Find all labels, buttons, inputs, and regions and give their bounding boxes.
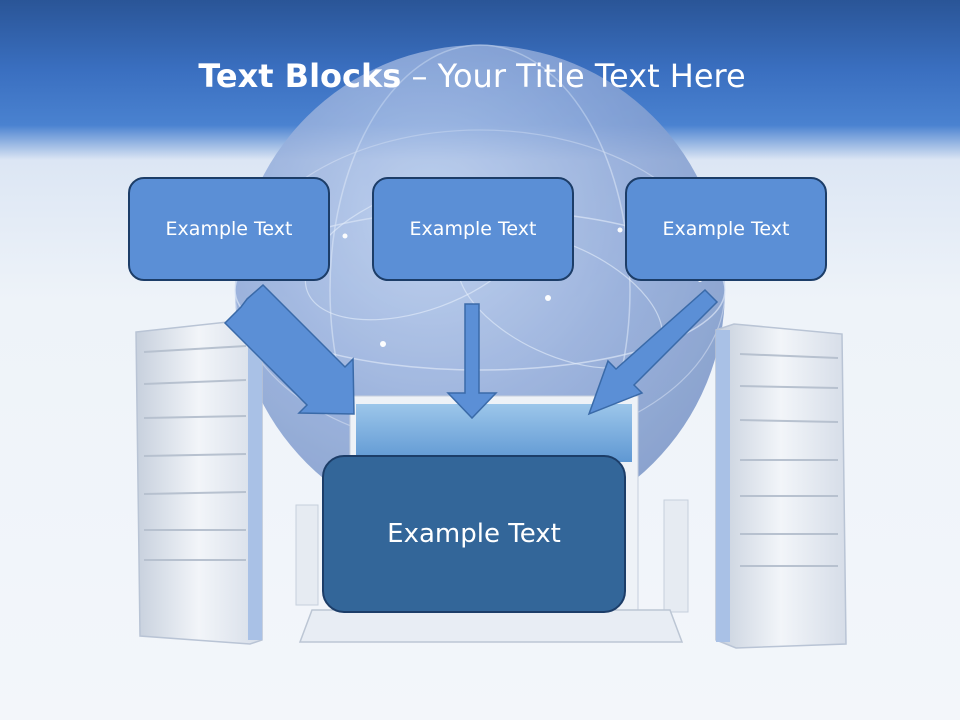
arrow-down-icon: [223, 283, 355, 415]
text-box-top-left[interactable]: Example Text: [128, 177, 330, 281]
text-box-top-center[interactable]: Example Text: [372, 177, 574, 281]
server-tower-icon: [135, 319, 319, 645]
arrow-down-icon: [446, 303, 498, 420]
page-title: Text Blocks – Your Title Text Here: [0, 56, 944, 96]
text-box-bottom-center[interactable]: Example Text: [322, 455, 626, 613]
arrow-down-icon: [587, 288, 719, 416]
title-rest: – Your Title Text Here: [401, 57, 746, 95]
text-box-label: Example Text: [165, 218, 293, 240]
server-tower-icon: [663, 323, 847, 649]
text-box-top-right[interactable]: Example Text: [625, 177, 827, 281]
text-box-label: Example Text: [387, 519, 561, 549]
text-box-label: Example Text: [662, 218, 790, 240]
text-box-label: Example Text: [409, 218, 537, 240]
title-bold: Text Blocks: [198, 57, 402, 95]
